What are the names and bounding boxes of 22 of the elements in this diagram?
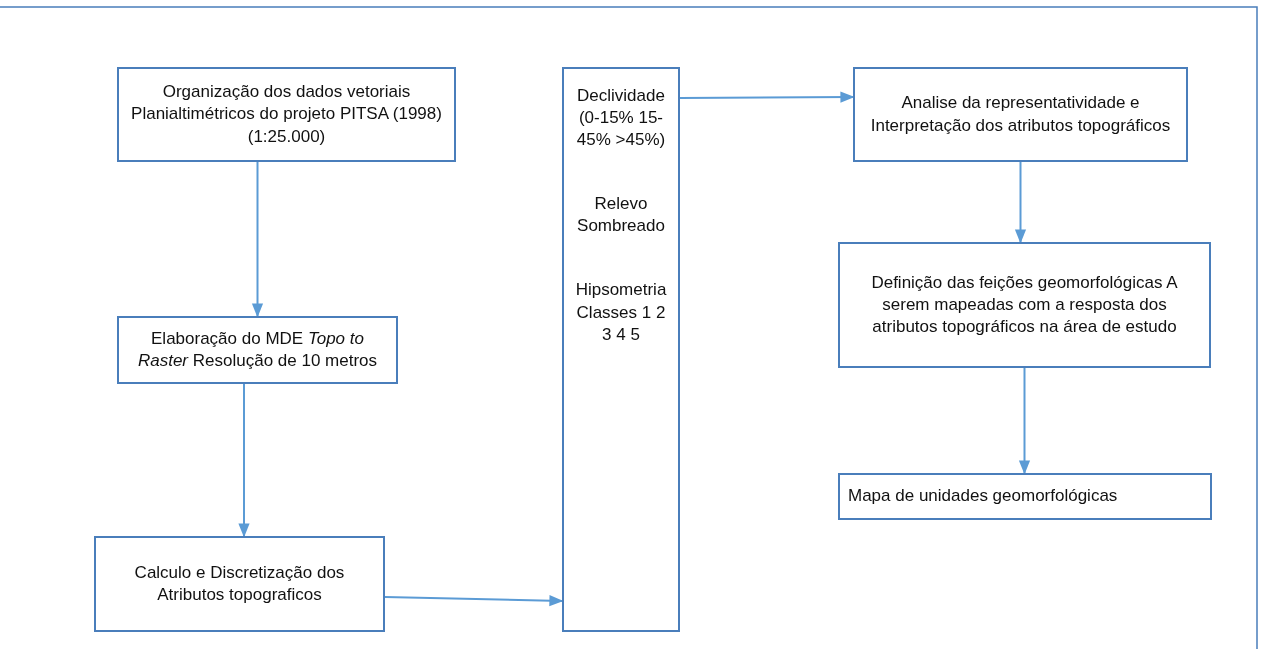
box-text: Hipsometria Classes 1 2 3 4 5 (574, 279, 668, 346)
box-text: Elaboração do MDE Topo to Raster Resolução de 10 metros (136, 327, 379, 372)
process-box (838, 473, 1212, 520)
arrow (679, 91, 855, 103)
box-text: Analise da representatividade e Interpretação dos atributos topográficos (869, 92, 1172, 137)
process-box (94, 536, 385, 632)
box-text: Calculo e Discretização dos Atributos topograficos (133, 561, 346, 606)
arrow (238, 383, 250, 538)
process-box (562, 67, 680, 632)
arrow (1014, 161, 1027, 244)
box-text: Relevo Sombreado (576, 193, 666, 238)
box-text: Organização dos dados vetoriais Planialtimétricos do projeto PITSA (1998) (1:25.000) (130, 81, 443, 148)
process-box (117, 67, 456, 162)
process-box (853, 67, 1188, 162)
box-text: Mapa de unidades geomorfológicas (848, 485, 1118, 508)
arrow (1018, 367, 1031, 475)
process-box (838, 242, 1211, 368)
arrow (251, 161, 264, 318)
box-text: Definição das feições geomorfológicas A serem mapeadas com a resposta dos atributos topográficos na área de estudo (870, 271, 1179, 339)
box-text: Declividade (0-15% 15- 45% >45%) (575, 85, 667, 152)
arrow (384, 595, 564, 607)
process-box (117, 316, 398, 384)
